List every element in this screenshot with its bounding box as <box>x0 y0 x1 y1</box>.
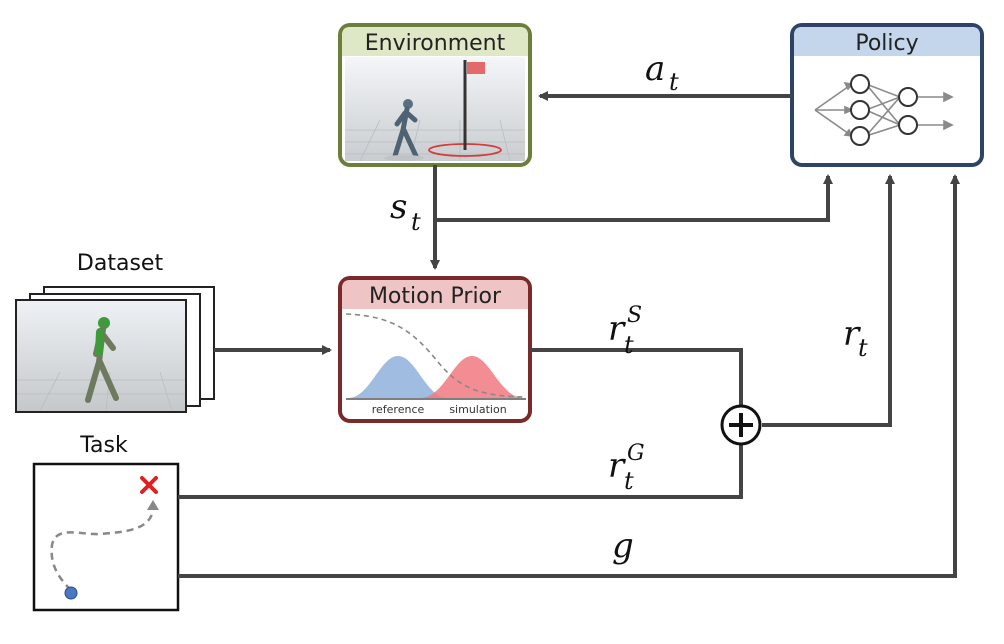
task-box: Task <box>32 433 180 612</box>
label-state: s t <box>390 187 421 236</box>
state-arrow-policy <box>435 174 833 222</box>
policy-title: Policy <box>855 31 918 56</box>
simulation-distribution <box>420 356 524 398</box>
environment-character <box>384 99 424 161</box>
dataset-label: Dataset <box>77 251 164 276</box>
svg-text:t: t <box>669 68 679 96</box>
task-label: Task <box>79 433 128 458</box>
environment-box: Environment <box>338 23 532 167</box>
task-path <box>50 509 155 591</box>
policy-box: Policy <box>790 23 984 167</box>
svg-text:r: r <box>843 314 861 354</box>
svg-text:t: t <box>858 334 868 362</box>
reward-arrow <box>762 174 895 427</box>
label-reward: r t <box>843 314 868 362</box>
sum-node-icon <box>720 404 762 446</box>
reference-distribution <box>348 356 448 398</box>
dataset-stack: Dataset <box>15 251 215 413</box>
motion-prior-box: Motion Prior reference simulation <box>338 276 532 423</box>
goal-arrow <box>178 174 960 578</box>
svg-text:r: r <box>608 309 626 349</box>
neural-network-icon <box>814 74 954 146</box>
environment-scene <box>345 57 525 161</box>
reference-label: reference <box>372 403 425 416</box>
task-reward-wire <box>178 444 743 499</box>
svg-text:a: a <box>645 49 665 89</box>
flag-icon <box>428 60 502 157</box>
simulation-label: simulation <box>449 403 506 416</box>
dataset-character <box>85 317 119 403</box>
svg-text:S: S <box>627 303 642 328</box>
svg-text:s: s <box>390 187 407 227</box>
svg-text:t: t <box>624 331 634 359</box>
label-style-reward: r t S <box>608 303 642 359</box>
svg-text:r: r <box>608 446 626 486</box>
svg-text:g: g <box>612 526 634 566</box>
svg-text:G: G <box>627 441 645 466</box>
connections <box>178 91 960 578</box>
label-action: a t <box>645 49 679 96</box>
goal-marker-icon <box>140 476 158 494</box>
label-goal: g <box>612 526 634 566</box>
style-reward-wire <box>530 348 743 405</box>
svg-text:t: t <box>624 467 634 495</box>
environment-title: Environment <box>365 31 506 56</box>
svg-text:t: t <box>411 208 421 236</box>
motion-prior-title: Motion Prior <box>369 284 502 309</box>
start-marker <box>64 586 78 600</box>
label-task-reward: r t G <box>608 441 645 495</box>
